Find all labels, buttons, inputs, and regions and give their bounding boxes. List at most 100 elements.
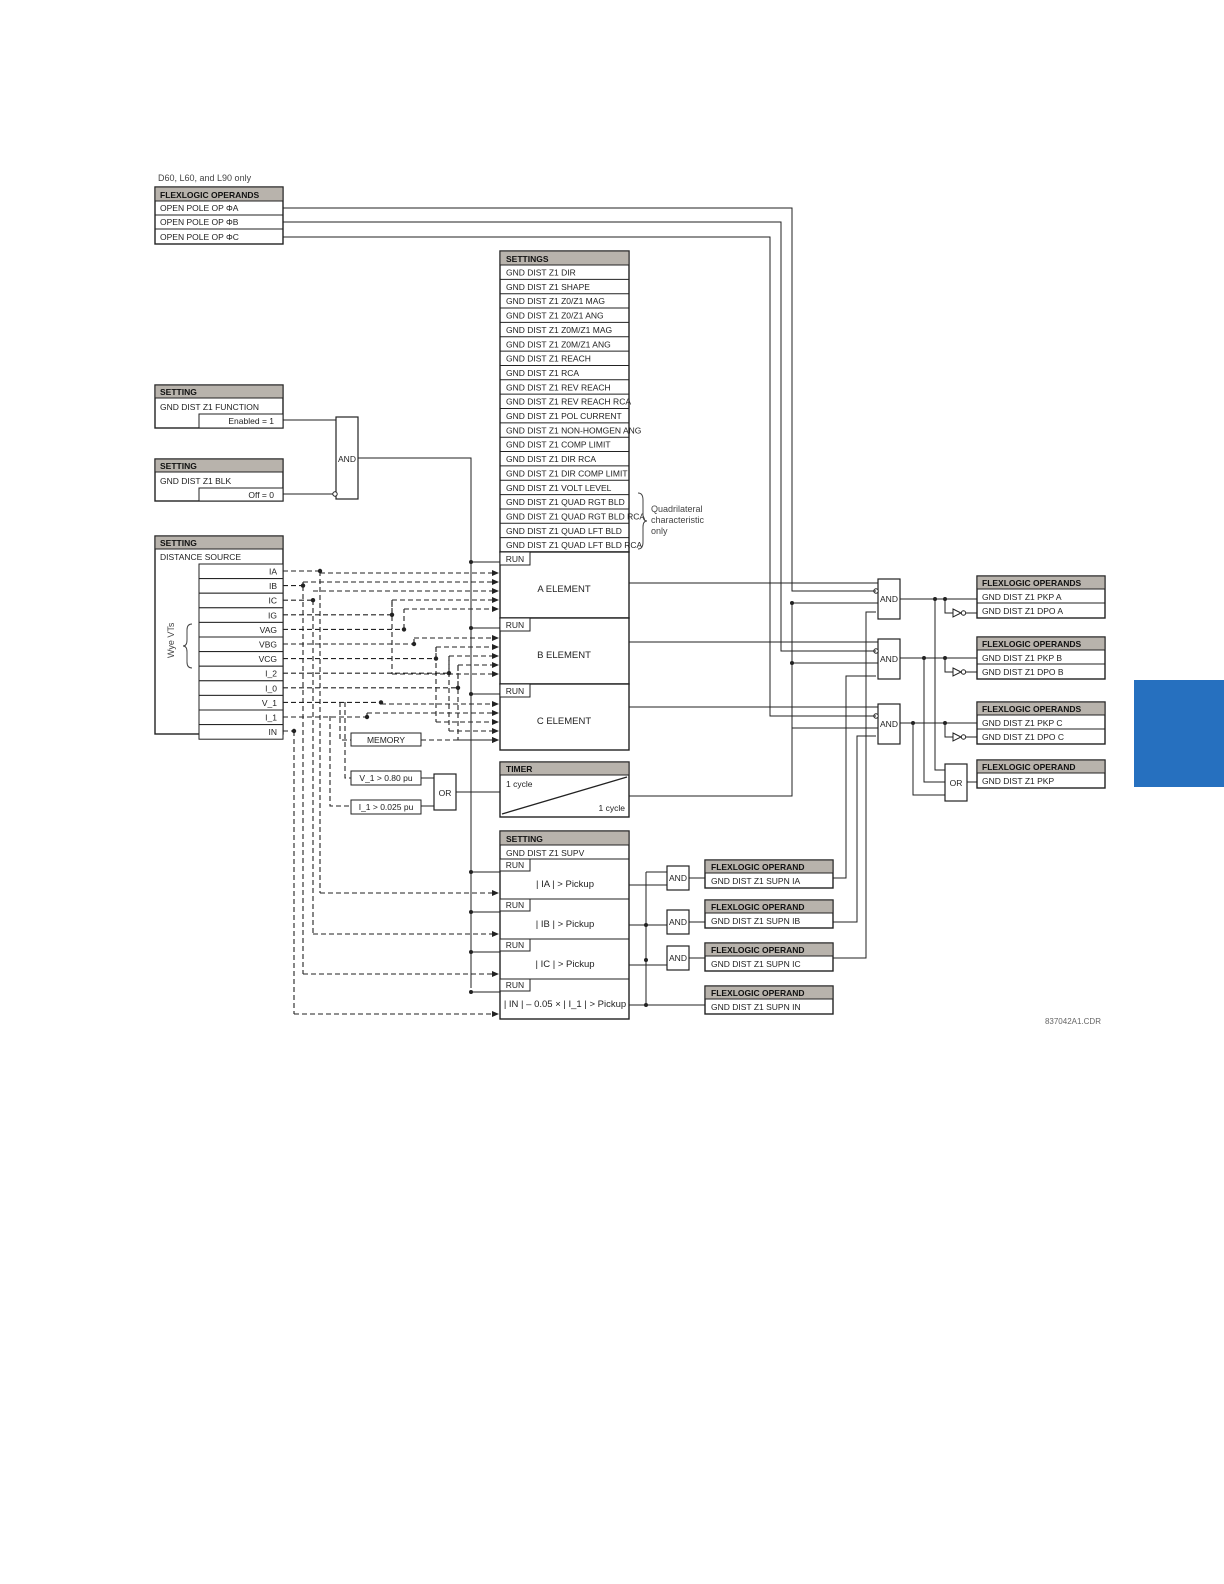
source-signal-ic: IC [269, 596, 278, 606]
run-label: RUN [506, 620, 524, 630]
not-gate [952, 667, 963, 677]
open-pole-block: FLEXLOGIC OPERANDS OPEN POLE OP ΦA OPEN … [154, 186, 284, 245]
pkp-output-header: FLEXLOGIC OPERANDS [982, 639, 1082, 649]
settings-row: GND DIST Z1 QUAD LFT BLD [506, 526, 622, 536]
and-supv-label: AND [669, 917, 687, 927]
wire-junction [469, 910, 473, 914]
logic-wire [833, 675, 876, 879]
supn-output-header-bg [704, 859, 834, 874]
and-gate-pkp [877, 638, 901, 680]
signal-wire [339, 702, 351, 741]
i1-condition: I_1 > 0.025 pu [350, 799, 422, 815]
element-box [499, 683, 630, 751]
and-pkp-label: AND [880, 719, 898, 729]
supv-condition: | IN | – 0.05 × | I_1 | > Pickup [504, 999, 626, 1010]
source-name: DISTANCE SOURCE [160, 552, 241, 562]
inverter-bubble [960, 669, 967, 675]
settings-row: GND DIST Z1 QUAD LFT BLD RCA [506, 540, 643, 550]
run-label: RUN [506, 980, 524, 990]
settings-row: GND DIST Z1 POL CURRENT [506, 411, 622, 421]
source-signal-ib: IB [269, 581, 277, 591]
pkp-output-dpo: GND DIST Z1 DPO B [982, 667, 1064, 677]
settings-row: GND DIST Z1 REV REACH [506, 382, 611, 392]
memory-label: MEMORY [367, 735, 405, 745]
run-box [499, 617, 531, 632]
pkp-wire [944, 658, 953, 673]
or-input-wire [923, 658, 945, 783]
source-signal-vag: VAG [260, 625, 277, 635]
settings-row: GND DIST Z1 Z0/Z1 MAG [506, 296, 605, 306]
wire-junction [644, 958, 648, 962]
signal-wire [344, 702, 351, 779]
wire-junction [317, 568, 323, 574]
settings-row: GND DIST Z1 DIR COMP LIMIT [506, 468, 628, 478]
supv-setting: SETTING GND DIST Z1 SUPV RUN| IA | > Pic… [499, 830, 630, 1020]
logic-wire [833, 735, 876, 923]
and-gate-enable: AND [335, 416, 359, 500]
timer-pickup: 1 cycle [506, 779, 533, 789]
wire-junction [364, 714, 370, 720]
settings-row: GND DIST Z1 Z0/Z1 ANG [506, 311, 604, 321]
source-signal-i2: I_2 [265, 669, 277, 679]
settings-row: GND DIST Z1 NON-HOMGEN ANG [506, 425, 641, 435]
i1-label: I_1 > 0.025 pu [359, 802, 414, 812]
source-signal-ig: IG [268, 610, 277, 620]
settings-row: GND DIST Z1 DIR RCA [506, 454, 596, 464]
settings-row: GND DIST Z1 REACH [506, 354, 591, 364]
run-label: RUN [506, 554, 524, 564]
blk-name: GND DIST Z1 BLK [160, 476, 231, 486]
source-signal-cell [198, 724, 284, 740]
wire-junction [411, 641, 417, 647]
settings-row: GND DIST Z1 QUAD RGT BLD RCA [506, 511, 645, 521]
source-signal-i0: I_0 [265, 683, 277, 693]
supv-condition: | IB | > Pickup [536, 919, 595, 930]
run-box [499, 683, 531, 698]
run-box [499, 938, 531, 952]
source-signal-in: IN [269, 727, 278, 737]
settings-row: GND DIST Z1 COMP LIMIT [506, 440, 611, 450]
supn-output-header-bg [704, 899, 834, 914]
element-label: A ELEMENT [537, 584, 591, 595]
logic-wire [629, 962, 668, 966]
wire-junction [446, 671, 452, 676]
run-box [499, 978, 531, 992]
or-input-wire [912, 723, 945, 796]
and-supv-label: AND [669, 873, 687, 883]
settings-row: GND DIST Z1 REV REACH RCA [506, 397, 631, 407]
pkp-wire [944, 599, 953, 614]
element-label: B ELEMENT [537, 650, 591, 661]
run-label: RUN [506, 686, 524, 696]
open-pole-c: OPEN POLE OP ΦC [160, 232, 239, 242]
wire-junction [455, 685, 461, 690]
run-label: RUN [506, 900, 524, 910]
wire-junction [644, 1003, 648, 1007]
supn-output-value: GND DIST Z1 SUPN IB [711, 916, 800, 926]
signal-wire [329, 716, 351, 807]
pkp-total-value: GND DIST Z1 PKP [982, 776, 1054, 786]
supn-output-header: FLEXLOGIC OPERAND [711, 988, 805, 998]
supn-output-header: FLEXLOGIC OPERAND [711, 862, 805, 872]
quad-note-2: characteristic [651, 515, 705, 525]
vts-label: Wye VTs [166, 622, 176, 658]
logic-wire [833, 611, 876, 959]
wire-junction [378, 700, 384, 705]
and-enable-label: AND [338, 454, 356, 464]
supn-output-header: FLEXLOGIC OPERAND [711, 902, 805, 912]
supn-output-value: GND DIST Z1 SUPN IC [711, 959, 801, 969]
function-setting: SETTING GND DIST Z1 FUNCTION Enabled = 1 [154, 384, 284, 429]
source-signal-ia: IA [269, 567, 277, 577]
supn-output-header: FLEXLOGIC OPERAND [711, 945, 805, 955]
v1-label: V_1 > 0.80 pu [359, 773, 412, 783]
supv-condition: | IC | > Pickup [535, 959, 594, 970]
memory-box: MEMORY [350, 732, 422, 747]
or-timer-label: OR [439, 788, 452, 798]
pkp-output-dpo: GND DIST Z1 DPO A [982, 606, 1063, 616]
v1-condition: V_1 > 0.80 pu [350, 770, 422, 786]
function-name: GND DIST Z1 FUNCTION [160, 402, 259, 412]
not-gate [952, 608, 963, 618]
quad-note-3: only [651, 526, 668, 536]
settings-row: GND DIST Z1 SHAPE [506, 282, 590, 292]
pkp-output-dpo: GND DIST Z1 DPO C [982, 732, 1064, 742]
wire-junction [469, 950, 473, 954]
blk-header: SETTING [160, 461, 197, 471]
